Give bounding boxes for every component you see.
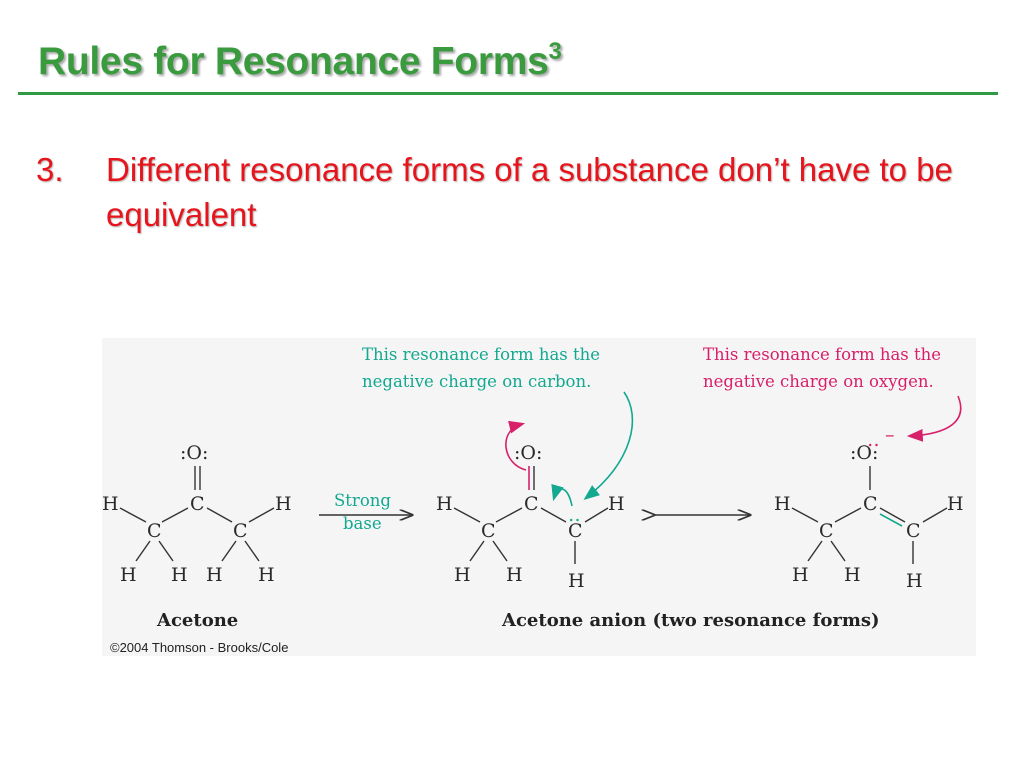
anion2-vinyl-carbon: C — [906, 520, 921, 542]
anion2-lone-pair: ‥ — [867, 429, 880, 451]
bond — [161, 507, 189, 523]
bond — [922, 507, 948, 523]
bond — [834, 507, 862, 523]
anion2-h: H — [947, 493, 964, 515]
anion2-charge: – — [885, 424, 895, 446]
resonance-diagram: :O: C H H C C H H H H Strong base : — [102, 345, 964, 655]
bond — [879, 507, 906, 523]
anion1-carbonyl-carbon: C — [524, 493, 539, 515]
bond — [791, 507, 819, 523]
magenta-curved-arrow — [505, 420, 527, 471]
anion1-oxygen: :O: — [514, 442, 542, 464]
anion1-h: H — [608, 493, 625, 515]
copyright-credit: ©2004 Thomson - Brooks/Cole — [110, 640, 288, 655]
anion1-h: H — [436, 493, 453, 515]
bond — [248, 507, 275, 523]
anion2-carbon: C — [863, 493, 878, 515]
anion1-methyl-carbon: C — [481, 520, 496, 542]
bond — [584, 507, 609, 523]
anion1-h: H — [454, 564, 471, 586]
anion2-oxygen: :O: — [850, 442, 878, 464]
carbanion-form: :O: C H H C C ‥ H H H — [436, 391, 634, 592]
teal-curved-arrow-note — [583, 391, 634, 500]
bond — [135, 540, 151, 562]
acetone-methyl-carbon: C — [233, 520, 248, 542]
acetone-h: H — [102, 493, 119, 515]
caption-acetone: Acetone — [156, 610, 238, 631]
slide-title: Rules for Resonance Forms3 — [38, 38, 562, 84]
bond — [495, 507, 523, 523]
enolate-form: :O: ‥ – C H H C C H H H — [774, 395, 964, 592]
acetone-h: H — [206, 564, 223, 586]
anion2-h: H — [774, 493, 791, 515]
bond — [453, 507, 481, 523]
reagent-label-line1: Strong — [334, 491, 391, 510]
slide-title-text: Rules for Resonance Forms — [38, 40, 549, 83]
anion2-h: H — [906, 570, 923, 592]
magenta-curved-arrow-note — [906, 395, 962, 442]
bond — [206, 507, 233, 523]
note-oxygen-line2: negative charge on oxygen. — [703, 372, 934, 391]
bullet-number: 3. — [36, 151, 64, 188]
anion1-h: H — [506, 564, 523, 586]
resonance-figure: :O: C H H C C H H H H Strong base : — [102, 338, 976, 656]
acetone-h: H — [171, 564, 188, 586]
anion2-methyl-carbon: C — [819, 520, 834, 542]
note-oxygen-line1: This resonance form has the — [703, 345, 941, 364]
reagent-label-line2: base — [343, 514, 382, 533]
teal-curved-arrow-small — [551, 483, 573, 507]
anion2-h: H — [844, 564, 861, 586]
bond — [492, 540, 508, 562]
acetone-structure: :O: C H H C C H H H H — [102, 442, 292, 586]
acetone-oxygen: :O: — [180, 442, 208, 464]
bond — [221, 540, 237, 562]
bond — [830, 540, 846, 562]
bullet-text: Different resonance forms of a substance… — [106, 151, 953, 233]
bond — [244, 540, 260, 562]
bond — [158, 540, 174, 562]
bond — [119, 507, 147, 523]
title-underline — [18, 92, 998, 95]
bond — [469, 540, 485, 562]
acetone-carbonyl-carbon: C — [190, 493, 205, 515]
acetone-h: H — [258, 564, 275, 586]
note-carbon-line1: This resonance form has the — [362, 345, 600, 364]
caption-acetone-anion: Acetone anion (two resonance forms) — [501, 610, 880, 631]
anion1-carbanion-carbon: C — [568, 520, 583, 542]
acetone-methyl-carbon: C — [147, 520, 162, 542]
slide-title-superscript: 3 — [548, 38, 562, 65]
note-carbon-line2: negative charge on carbon. — [362, 372, 591, 391]
anion2-h: H — [792, 564, 809, 586]
acetone-h: H — [275, 493, 292, 515]
anion1-h: H — [568, 570, 585, 592]
bond — [540, 507, 567, 523]
anion2-pi-bond-teal — [879, 513, 903, 527]
anion1-lone-pair: ‥ — [568, 504, 581, 526]
acetone-h: H — [120, 564, 137, 586]
bond — [807, 540, 823, 562]
